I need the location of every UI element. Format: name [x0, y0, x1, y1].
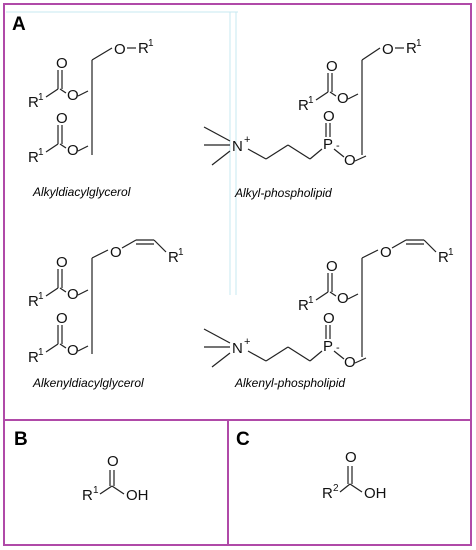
structure-alkyldiacylglycerol: O: [28, 38, 154, 166]
structure-fatty-acid-r2: R 2 O OH: [322, 449, 387, 502]
panel-label-c: C: [236, 429, 250, 450]
caption-alkyl-phospholipid: Alkyl-phospholipid: [234, 186, 332, 200]
caption-alkenyl-phospholipid: Alkenyl-phospholipid: [234, 376, 345, 390]
panel-c-frame: [227, 419, 472, 546]
svg-text:R: R: [322, 485, 333, 502]
svg-text:O: O: [380, 244, 392, 261]
panel-label-b: B: [14, 429, 28, 450]
structure-alkenyl-phospholipid: O: [203, 239, 454, 372]
caption-alkenyldiacylglycerol: Alkenyldiacylglycerol: [32, 376, 144, 390]
svg-text:OH: OH: [364, 485, 387, 502]
svg-text:O: O: [345, 449, 357, 466]
svg-text:O: O: [110, 244, 122, 261]
svg-text:O: O: [107, 453, 119, 470]
svg-text:2: 2: [333, 483, 339, 494]
svg-text:1: 1: [93, 485, 99, 496]
svg-text:O: O: [114, 41, 126, 58]
structure-alkenyldiacylglycerol: O: [28, 239, 184, 366]
structure-fatty-acid-r1: R 1 O OH: [82, 453, 149, 504]
structure-alkyl-phospholipid: O: [203, 38, 422, 170]
panel-b-frame: [3, 419, 229, 546]
svg-text:O: O: [382, 41, 394, 58]
svg-text:R: R: [82, 487, 93, 504]
panel-label-a: A: [12, 14, 26, 35]
svg-text:OH: OH: [126, 487, 149, 504]
caption-alkyldiacylglycerol: Alkyldiacylglycerol: [32, 185, 131, 199]
